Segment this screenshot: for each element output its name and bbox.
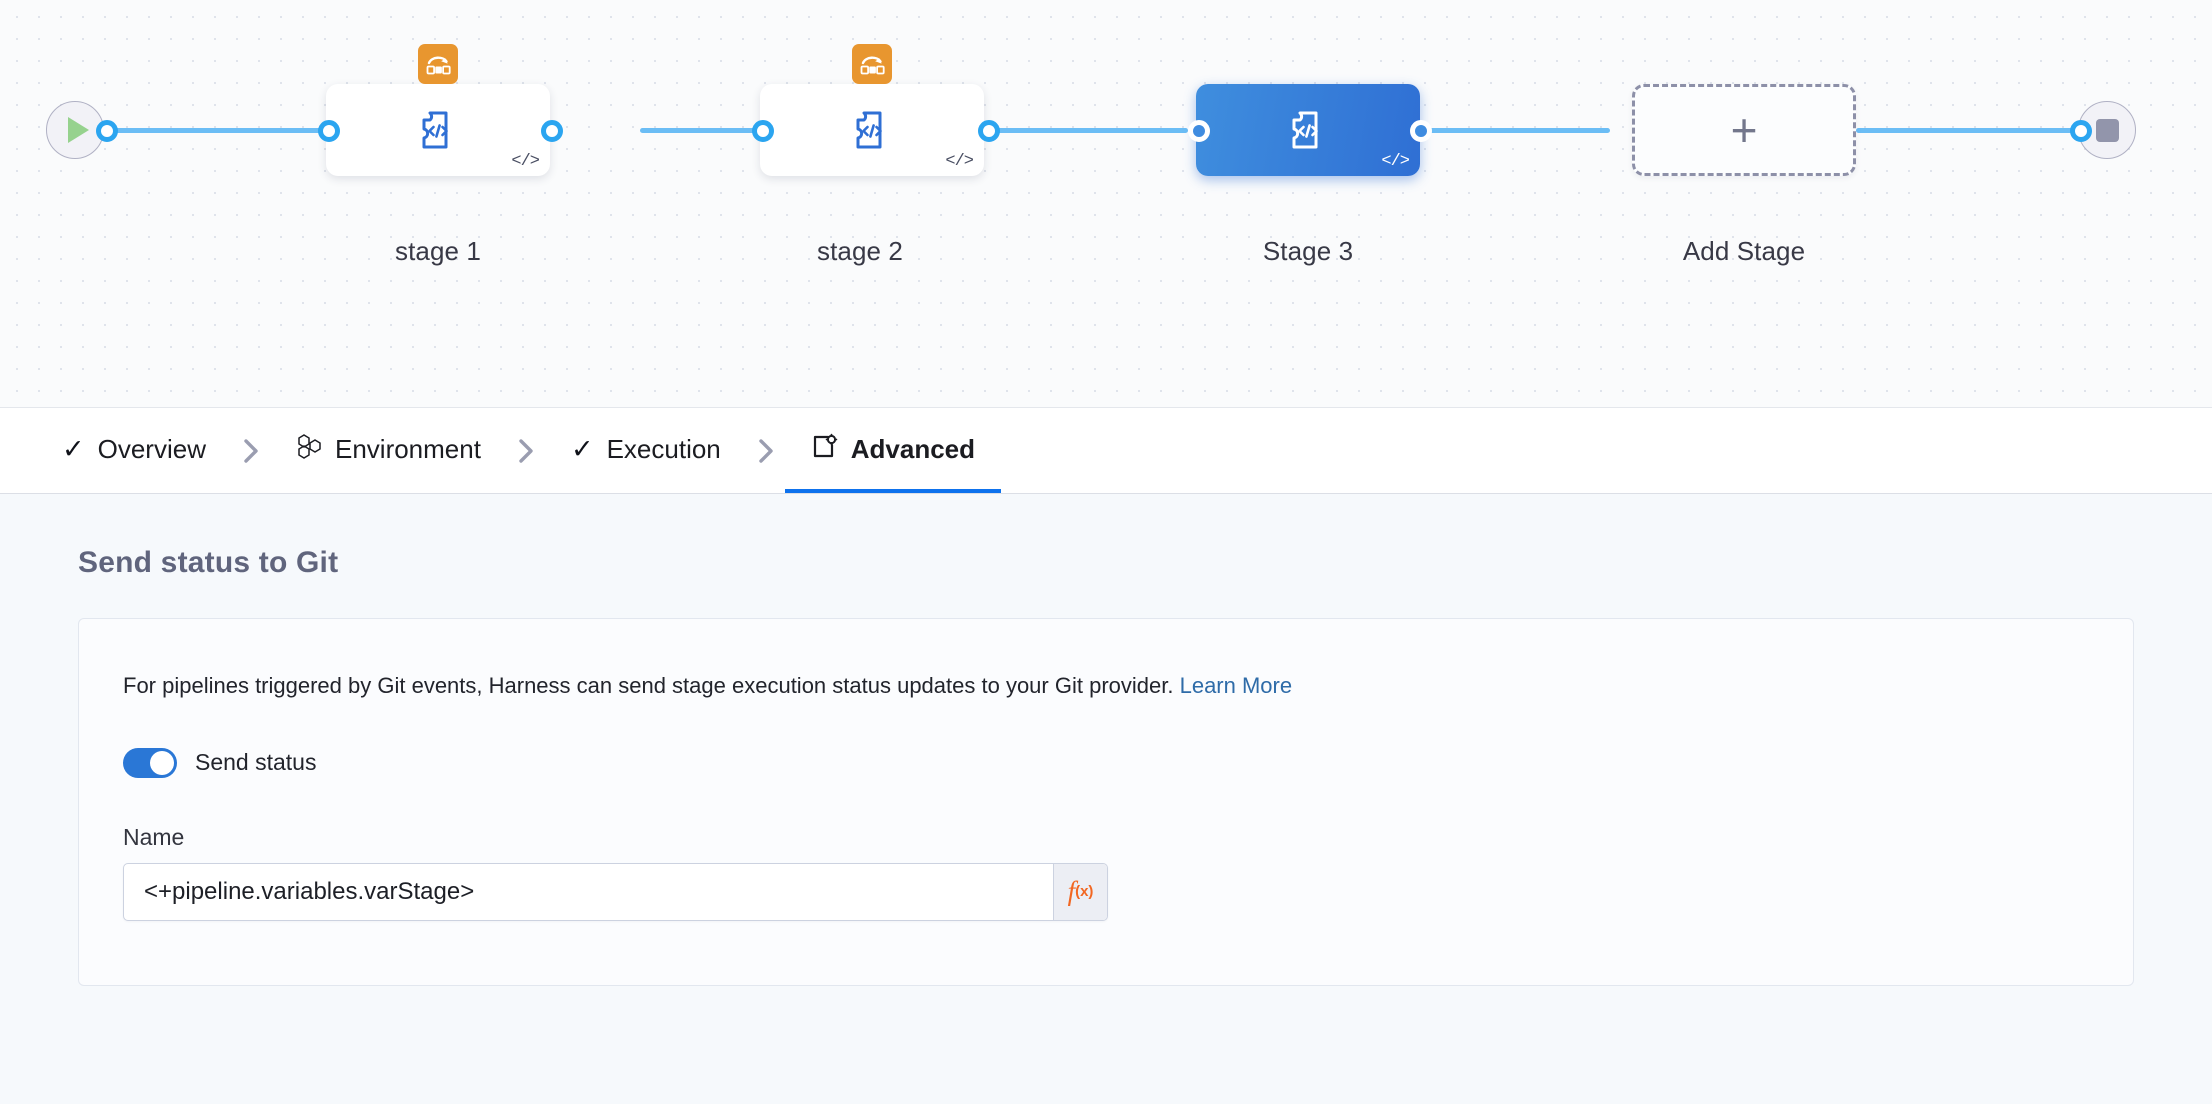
connector-start-to-stage1 <box>104 128 334 133</box>
port-stage2-in[interactable] <box>752 120 774 142</box>
chevron-right-icon <box>507 409 545 493</box>
add-stage-label: Add Stage <box>1682 236 1806 266</box>
page-title: Send status to Git <box>78 546 339 579</box>
connector-stage3-to-add <box>948 128 1188 133</box>
send-status-to-git-card: For pipelines triggered by Git events, H… <box>78 618 2134 986</box>
code-icon: </> <box>1381 152 1410 171</box>
card-description: For pipelines triggered by Git events, H… <box>123 671 2133 702</box>
tab-execution[interactable]: ✓ Execution <box>545 409 747 493</box>
pipeline-canvas[interactable]: </> stage 1 </> stage 2 <box>0 0 2212 408</box>
stage-label-1: stage 1 <box>395 236 481 266</box>
plus-icon: + <box>1730 104 1758 156</box>
tab-overview-label: Overview <box>97 433 206 464</box>
pipeline-start-node[interactable] <box>46 101 104 159</box>
hexagons-icon <box>296 433 322 466</box>
name-input-group: f(x) <box>123 862 1108 921</box>
send-status-toggle[interactable] <box>123 747 177 778</box>
code-icon: </> <box>511 152 540 171</box>
send-status-label: Send status <box>195 749 317 776</box>
name-field-label: Name <box>123 823 185 850</box>
add-stage-button[interactable]: + <box>1632 84 1856 176</box>
port-stage2-out[interactable] <box>978 120 1000 142</box>
advanced-panel: Send status to Git For pipelines trigger… <box>0 494 2212 1104</box>
custom-stage-icon <box>1292 111 1318 149</box>
check-icon: ✓ <box>62 433 85 464</box>
matrix-looping-icon <box>418 44 458 84</box>
send-status-row: Send status <box>123 747 2133 778</box>
stage-card-stage-1[interactable]: </> <box>326 44 550 176</box>
code-icon: </> <box>945 152 974 171</box>
stop-icon <box>2095 118 2119 142</box>
learn-more-link[interactable]: Learn More <box>1179 673 1293 698</box>
stage-label-3: Stage 3 <box>1262 236 1354 266</box>
expression-fx-button[interactable]: f(x) <box>1053 863 1107 920</box>
play-icon <box>67 117 89 143</box>
port-start-out[interactable] <box>96 120 118 142</box>
custom-stage-icon <box>856 111 882 149</box>
chevron-right-icon <box>747 409 785 493</box>
stage-card-stage-3[interactable]: </> <box>1196 84 1420 176</box>
port-end-in[interactable] <box>2070 120 2092 142</box>
connector-add-to-end <box>1856 128 2096 133</box>
fx-letter: f <box>1067 876 1076 907</box>
custom-stage-icon <box>422 111 448 149</box>
stage-card-stage-2[interactable]: </> <box>760 44 984 176</box>
advanced-gear-icon <box>811 433 838 466</box>
stage-label-2: stage 2 <box>817 236 903 266</box>
tab-advanced[interactable]: Advanced <box>784 409 1002 493</box>
name-input[interactable] <box>124 863 1053 920</box>
stage-setup-tab-bar: ✓ Overview Environment ✓ Execution <box>0 409 2212 494</box>
port-stage3-out[interactable] <box>1410 120 1432 142</box>
chevron-right-icon <box>232 409 270 493</box>
tab-execution-label: Execution <box>606 433 721 464</box>
port-stage3-in[interactable] <box>1188 120 1210 142</box>
fx-subscript: (x) <box>1075 883 1094 901</box>
port-stage1-out[interactable] <box>541 120 563 142</box>
matrix-looping-icon <box>852 44 892 84</box>
check-icon: ✓ <box>570 433 594 464</box>
card-description-text: For pipelines triggered by Git events, H… <box>123 673 1174 698</box>
tab-advanced-label: Advanced <box>850 433 976 464</box>
toggle-knob <box>150 750 174 775</box>
port-stage1-in[interactable] <box>318 120 340 142</box>
tab-environment-label: Environment <box>334 433 481 464</box>
tab-environment[interactable]: Environment <box>270 409 507 493</box>
tab-overview[interactable]: ✓ Overview <box>36 409 232 493</box>
